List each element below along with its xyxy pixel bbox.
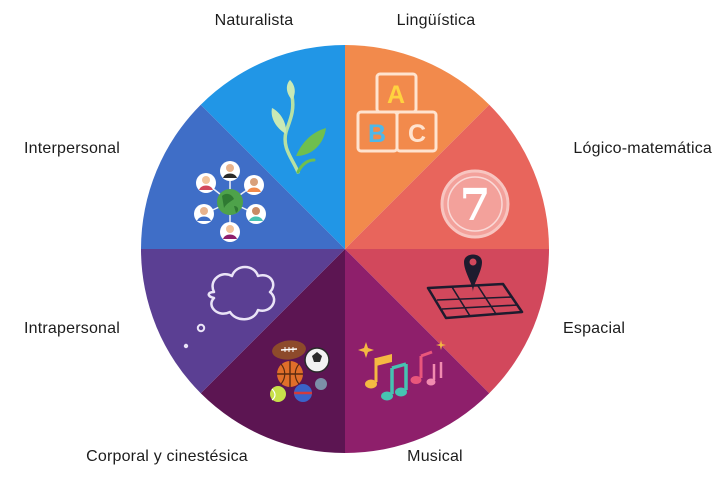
label-interpersonal: Interpersonal <box>24 140 120 157</box>
label-naturalista: Naturalista <box>214 12 294 29</box>
segment-intrapersonal[interactable] <box>141 249 345 394</box>
block-letter-b: B <box>368 120 386 148</box>
map-pin-icon <box>426 254 524 320</box>
people-network-icon <box>194 161 266 242</box>
segment-musical[interactable] <box>345 249 490 453</box>
segment-linguistica[interactable] <box>345 45 490 249</box>
block-letter-a: A <box>387 81 405 109</box>
label-musical: Musical <box>407 448 463 465</box>
segment-naturalista[interactable] <box>200 45 345 249</box>
number-seven: 7 <box>460 180 491 231</box>
block-letter-c: C <box>408 120 426 148</box>
label-linguistica: Lingüística <box>396 12 476 29</box>
label-intrapersonal: Intrapersonal <box>24 320 120 337</box>
sports-balls-icon <box>270 340 330 402</box>
alphabet-blocks-icon: A B C <box>356 72 438 153</box>
segment-interpersonal[interactable] <box>141 104 345 249</box>
label-espacial: Espacial <box>563 320 626 337</box>
thought-cloud-icon <box>183 265 276 349</box>
number-seven-icon: 7 <box>440 169 510 239</box>
label-logico-matematica: Lógico-matemática <box>573 140 712 157</box>
label-corporal-cinestesica: Corporal y cinestésica <box>86 448 248 465</box>
sprout-icon <box>271 80 326 174</box>
music-notes-icon <box>358 340 446 401</box>
